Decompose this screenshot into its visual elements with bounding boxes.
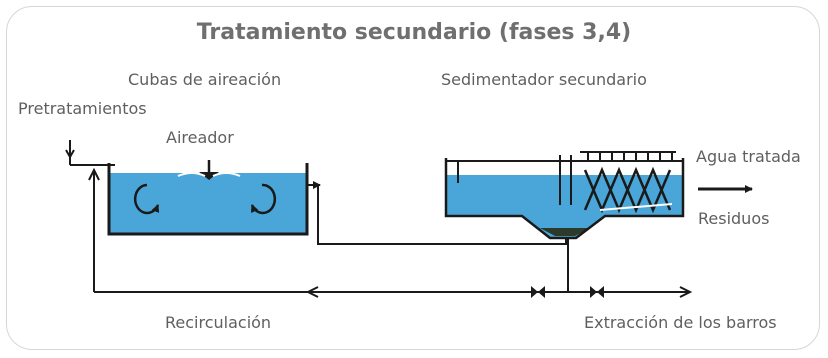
label-cubas-aireacion: Cubas de aireación	[128, 70, 282, 89]
label-extraccion-barros: Extracción de los barros	[584, 313, 777, 332]
label-agua-tratada: Agua tratada	[696, 147, 801, 166]
recirculation-valve-icon	[531, 286, 545, 298]
aeration-tank	[107, 163, 309, 236]
extraction-valve-icon	[590, 286, 604, 298]
label-residuos: Residuos	[698, 209, 770, 228]
label-pretratamientos: Pretratamientos	[18, 99, 147, 118]
label-recirculacion: Recirculación	[165, 313, 272, 332]
label-sedimentador-secundario: Sedimentador secundario	[441, 70, 647, 89]
influent-pipe	[65, 140, 115, 166]
secondary-clarifier	[444, 151, 685, 240]
label-aireador: Aireador	[166, 128, 234, 147]
aerator-icon	[177, 160, 241, 180]
diagram-title: Tratamiento secundario (fases 3,4)	[196, 20, 632, 45]
